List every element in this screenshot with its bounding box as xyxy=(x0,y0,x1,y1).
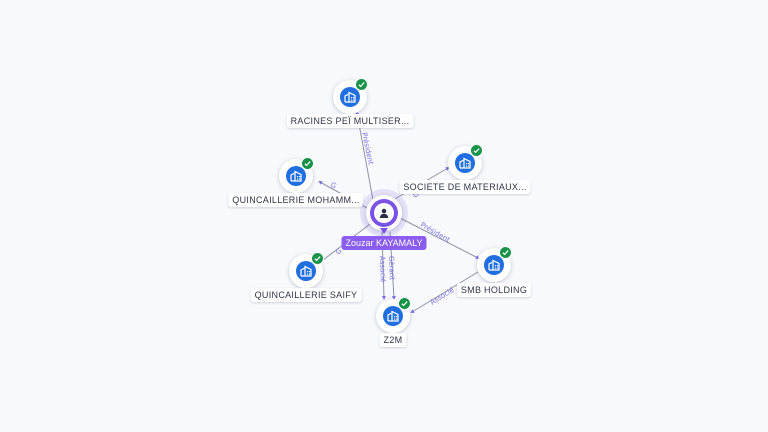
node-societe-materiaux[interactable] xyxy=(448,144,483,180)
verified-check-icon xyxy=(398,297,411,310)
node-label-quincaillerie-saify[interactable]: QUINCAILLERIE SAIFY xyxy=(250,288,362,302)
node-quincaillerie-mohamm[interactable] xyxy=(279,157,314,193)
node-label-smb-holding[interactable]: SMB HOLDING xyxy=(456,283,532,297)
building-icon xyxy=(286,166,306,186)
edge-label-saify: G xyxy=(334,247,343,257)
edge-label-z2m-associe: Associé xyxy=(378,256,387,283)
edge-smb-z2m xyxy=(410,271,479,314)
building-icon xyxy=(340,87,360,107)
verified-check-icon xyxy=(301,157,314,170)
verified-check-icon xyxy=(355,78,368,91)
verified-check-icon xyxy=(311,252,324,265)
node-label-societe-materiaux[interactable]: SOCIETE DE MATERIAUX... xyxy=(399,180,531,194)
edge-label-racines: Président xyxy=(360,132,375,166)
edge-label-z2m-gerant: Gérant xyxy=(387,256,396,281)
edge-label-mohamm: G xyxy=(329,181,338,191)
center-person-label[interactable]: Zouzar KAYAMALY xyxy=(341,236,427,250)
verified-check-icon xyxy=(499,246,512,259)
node-quincaillerie-saify[interactable] xyxy=(289,252,324,288)
verified-check-icon xyxy=(470,144,483,157)
person-node-ring xyxy=(370,199,398,227)
node-label-z2m[interactable]: Z2M xyxy=(379,333,407,347)
person-icon xyxy=(374,203,394,223)
node-smb-holding[interactable] xyxy=(477,246,512,282)
node-label-quincaillerie-mohamm[interactable]: QUINCAILLERIE MOHAMM... xyxy=(228,193,364,207)
building-icon xyxy=(455,153,475,173)
node-label-racines[interactable]: RACINES PEÏ MULTISER... xyxy=(286,114,414,128)
building-icon xyxy=(296,261,316,281)
edge-smb xyxy=(399,217,480,259)
edge-label-materiaux: G xyxy=(412,190,421,200)
node-z2m[interactable] xyxy=(376,297,411,333)
node-racines[interactable] xyxy=(333,78,368,114)
center-person-node[interactable] xyxy=(366,195,402,231)
edge-label-smb-z2m: Associé xyxy=(429,286,456,307)
building-icon xyxy=(383,306,403,326)
building-icon xyxy=(484,255,504,275)
person-pin-pointer xyxy=(380,228,388,234)
